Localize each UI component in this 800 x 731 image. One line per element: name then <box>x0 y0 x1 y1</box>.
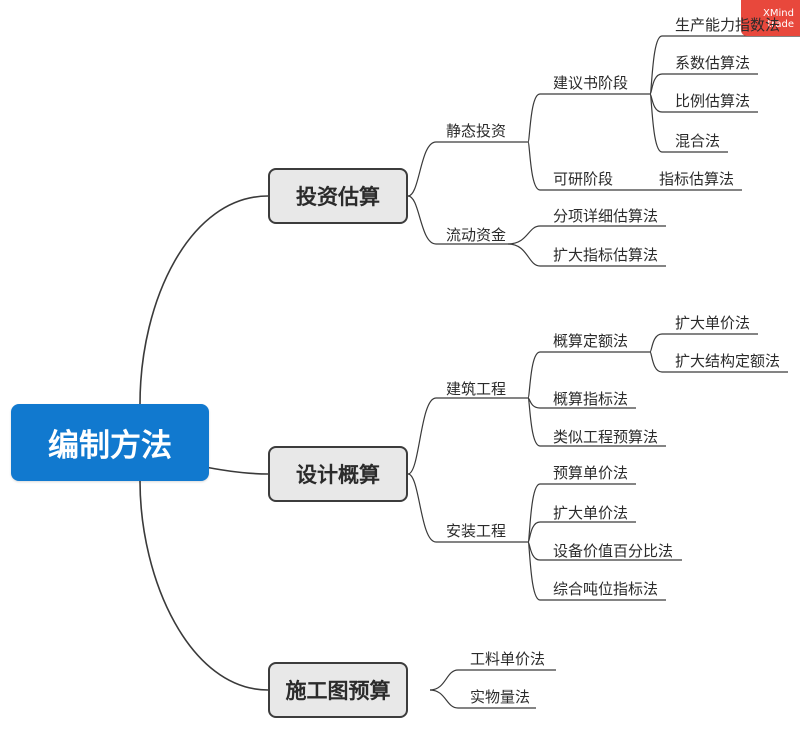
method-equipment-percentage[interactable]: 设备价值百分比法 <box>553 542 674 560</box>
connector-root-investment <box>139 195 269 405</box>
subtopic-feasibility-stage[interactable]: 可研阶段 <box>553 170 614 188</box>
xmind-watermark: XMind trade <box>741 0 800 36</box>
method-itemized-estimate[interactable]: 分项详细估算法 <box>553 207 659 225</box>
method-hybrid[interactable]: 混合法 <box>675 132 721 150</box>
method-labor-material-unit-price[interactable]: 工料单价法 <box>470 650 546 668</box>
method-tonnage-index[interactable]: 综合吨位指标法 <box>553 580 659 598</box>
method-coefficient[interactable]: 系数估算法 <box>675 54 751 72</box>
topic-investment-estimate[interactable]: 投资估算 <box>268 168 408 224</box>
subtopic-quota-method[interactable]: 概算定额法 <box>553 332 629 350</box>
subtopic-static-investment[interactable]: 静态投资 <box>446 122 507 140</box>
connector-design-installation <box>407 473 528 543</box>
connector-investment-static <box>407 141 528 197</box>
method-similar-project[interactable]: 类似工程预算法 <box>553 428 659 446</box>
method-budget-unit-price[interactable]: 预算单价法 <box>553 464 629 482</box>
method-capacity-index[interactable]: 生产能力指数法 <box>675 16 781 34</box>
method-expanded-index[interactable]: 扩大指标估算法 <box>553 246 659 264</box>
method-physical-quantity[interactable]: 实物量法 <box>470 688 531 706</box>
method-ratio[interactable]: 比例估算法 <box>675 92 751 110</box>
connector-design-building <box>407 397 528 475</box>
connector-investment-working <box>407 195 508 245</box>
subtopic-proposal-stage[interactable]: 建议书阶段 <box>553 74 629 92</box>
connector-static-feasibility <box>527 141 650 191</box>
subtopic-building-works[interactable]: 建筑工程 <box>446 380 507 398</box>
subtopic-working-capital[interactable]: 流动资金 <box>446 226 507 244</box>
root-topic[interactable]: 编制方法 <box>11 404 209 481</box>
method-expanded-unit-price[interactable]: 扩大单价法 <box>675 314 751 332</box>
method-index-estimate[interactable]: 指标估算法 <box>659 170 735 188</box>
connector-static-proposal <box>527 93 650 143</box>
method-expanded-structure-quota[interactable]: 扩大结构定额法 <box>675 352 781 370</box>
topic-construction-budget[interactable]: 施工图预算 <box>268 662 408 718</box>
topic-design-estimate[interactable]: 设计概算 <box>268 446 408 502</box>
connector-root-construction <box>139 480 269 691</box>
subtopic-installation-works[interactable]: 安装工程 <box>446 522 507 540</box>
method-expanded-unit-price-2[interactable]: 扩大单价法 <box>553 504 629 522</box>
method-estimate-index[interactable]: 概算指标法 <box>553 390 629 408</box>
connector-root-design <box>199 465 269 475</box>
